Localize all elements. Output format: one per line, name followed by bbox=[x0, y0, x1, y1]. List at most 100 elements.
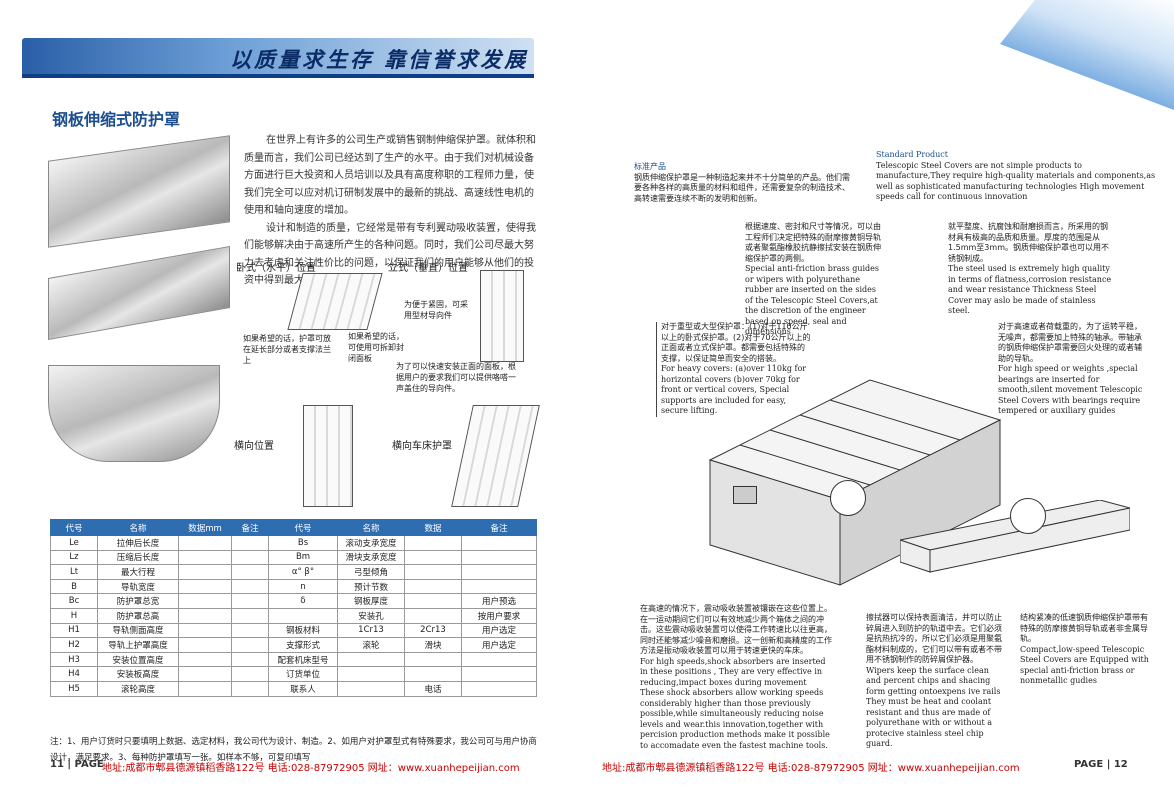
callout-en: For high speeds,shock absorbers are inse… bbox=[640, 656, 830, 750]
slogan-text: 以质量求生存 靠信誉求发展 bbox=[230, 47, 529, 72]
detail-square bbox=[733, 486, 757, 504]
table-cell bbox=[461, 564, 537, 580]
table-cell: Lz bbox=[50, 549, 98, 566]
table-cell: 滑块支承宽度 bbox=[337, 549, 405, 566]
table-cell: H1 bbox=[50, 622, 98, 639]
table-header-cell: 名称 bbox=[97, 519, 179, 536]
table-cell: 钢板材料 bbox=[268, 622, 338, 639]
table-cell bbox=[178, 666, 232, 682]
label-vertical: 立式（垂直）位置 bbox=[388, 263, 468, 274]
table-cell bbox=[178, 593, 232, 609]
drawing-horizontal bbox=[287, 273, 383, 330]
intro-paragraph-1: 在世界上有许多的公司生产或销售钢制伸缩保护罩。就体积和质量而言，我们公司已经达到… bbox=[244, 135, 536, 216]
callout-compact-covers: 结构紧凑的低速钢质伸缩保护罩带有特殊的防摩擦黄铜导轨或者非金属导轨。 Compa… bbox=[1020, 613, 1150, 687]
table-cell bbox=[231, 535, 269, 551]
table-cell bbox=[404, 593, 462, 609]
table-header-cell: 数据mm bbox=[178, 519, 232, 536]
callout-cn: 结构紧凑的低速钢质伸缩保护罩带有特殊的防摩擦黄铜导轨或者非金属导轨。 bbox=[1020, 613, 1148, 643]
std-product-en: Standard Product Telescopic Steel Covers… bbox=[876, 150, 1156, 203]
table-cell bbox=[231, 666, 269, 682]
table-cell: 2Cr13 bbox=[404, 622, 462, 639]
std-product-en-text: Telescopic Steel Covers are not simple p… bbox=[876, 160, 1156, 202]
note-panel: 如果希望的话，可使用可拆卸封闭面板 bbox=[348, 332, 404, 363]
callout-brass-guides: 根据速度、密封和尺寸等情况，可以由工程师们决定把特殊的耐摩擦黄铜导轨或者聚氨酯橡… bbox=[745, 222, 885, 338]
table-header-cell: 数据 bbox=[404, 519, 462, 536]
table-cell: 最大行程 bbox=[97, 564, 179, 580]
table-cell bbox=[404, 651, 462, 668]
table-note: 注：1、用户订货时只要填明上数据、选定材料，我公司代为设计、制造。2、如用户对护… bbox=[50, 737, 537, 763]
note-flange: 如果希望的话，护罩可放在延长部分或者支撑法兰上 bbox=[243, 334, 331, 365]
table-cell bbox=[268, 607, 338, 624]
table-cell bbox=[404, 578, 462, 595]
label-lathe: 横向车床护罩 bbox=[392, 441, 452, 452]
table-cell bbox=[231, 637, 269, 653]
page-number-value: 11 bbox=[50, 759, 64, 770]
table-cell bbox=[461, 680, 537, 697]
table-cell: n bbox=[268, 578, 338, 595]
table-header-cell: 备注 bbox=[461, 519, 537, 536]
table-cell: 压缩后长度 bbox=[97, 549, 179, 566]
table-cell: 防护罩总宽 bbox=[97, 593, 179, 609]
table-cell: H2 bbox=[50, 637, 98, 653]
table-cell: Bs bbox=[268, 535, 338, 551]
drawing-vertical bbox=[480, 270, 524, 362]
label-lateral: 横向位置 bbox=[234, 441, 274, 452]
table-cell bbox=[404, 666, 462, 682]
callout-en: Compact,low-speed Telescopic Steel Cover… bbox=[1020, 644, 1149, 686]
std-product-cn-text: 钢质伸缩保护罩是一种制造起来并不十分简单的产品。他们需要各种各样的高质量的材料和… bbox=[634, 172, 850, 203]
hands-photo bbox=[1000, 0, 1174, 110]
right-page-number: PAGE | 12 bbox=[1074, 759, 1128, 770]
table-cell: 用户预选 bbox=[461, 593, 537, 609]
drawing-lathe bbox=[451, 405, 540, 507]
callout-cn: 在高速的情况下，震动吸收装置被镶嵌在这些位置上。在一运动期间它们可以有效地减少两… bbox=[640, 604, 832, 655]
table-cell bbox=[231, 564, 269, 580]
table-cell: 导轨宽度 bbox=[97, 578, 179, 595]
table-cell: 用户选定 bbox=[461, 637, 537, 653]
table-cell bbox=[337, 666, 405, 682]
callout-shock-absorbers: 在高速的情况下，震动吸收装置被镶嵌在这些位置上。在一运动期间它们可以有效地减少两… bbox=[640, 604, 832, 751]
table-header-row: 代号 名称 数据mm 备注 代号 名称 数据 备注 bbox=[50, 519, 537, 536]
detail-circle-2 bbox=[1010, 498, 1046, 534]
table-cell bbox=[461, 651, 537, 668]
table-cell bbox=[461, 549, 537, 566]
std-product-en-heading: Standard Product bbox=[876, 150, 948, 159]
table-cell: 弓型倾角 bbox=[337, 564, 405, 580]
callout-steel-quality: 就平整度、抗腐蚀和耐磨损而言，所采用的钢材具有极高的品质和质量。厚度的范围是从1… bbox=[948, 222, 1113, 317]
table-cell: H bbox=[50, 607, 98, 624]
table-cell bbox=[337, 680, 405, 697]
table-cell: 安装板高度 bbox=[97, 666, 179, 682]
table-cell: α° β° bbox=[268, 564, 338, 580]
table-cell: 1Cr13 bbox=[337, 622, 405, 639]
table-header-cell: 备注 bbox=[231, 519, 269, 536]
product-photo-3 bbox=[48, 365, 220, 462]
table-cell bbox=[231, 622, 269, 639]
callout-cn: 对于高速或者荷载重的，为了运转平稳，无噪声，都需要加上特殊的轴承。带轴承的钢质伸… bbox=[998, 322, 1142, 363]
callout-cn: 擦拭器可以保持表面清洁，并可以防止碎屑进入到防护的轨道中去。它们必须是抗热抗冷的… bbox=[866, 613, 1002, 664]
callout-en: The steel used is extremely high quality… bbox=[948, 264, 1112, 315]
table-cell: 配套机床型号 bbox=[268, 651, 338, 668]
table-cell: B bbox=[50, 578, 98, 595]
table-cell: δ bbox=[268, 593, 338, 609]
detail-circle-1 bbox=[830, 480, 866, 516]
callout-cn: 根据速度、密封和尺寸等情况，可以由工程师们决定把特殊的耐摩擦黄铜导轨或者聚氨酯橡… bbox=[745, 222, 881, 263]
callout-cn: 就平整度、抗腐蚀和耐磨损而言，所采用的钢材具有极高的品质和质量。厚度的范围是从1… bbox=[948, 222, 1109, 263]
callout-heavy-covers: 对于重型或大型保护罩：(1)对于110公斤以上的卧式保护罩。(2)对于70公斤以… bbox=[656, 322, 811, 417]
table-cell bbox=[178, 680, 232, 697]
table-cell: 联系人 bbox=[268, 680, 338, 697]
table-cell bbox=[404, 564, 462, 580]
table-cell bbox=[231, 578, 269, 595]
table-cell bbox=[404, 549, 462, 566]
drawing-lateral bbox=[303, 405, 353, 507]
table-cell: 电话 bbox=[404, 680, 462, 697]
table-header-cell: 名称 bbox=[337, 519, 405, 536]
std-product-cn-heading: 标准产品 bbox=[634, 162, 666, 171]
table-cell: Bm bbox=[268, 549, 338, 566]
table-cell bbox=[178, 578, 232, 595]
